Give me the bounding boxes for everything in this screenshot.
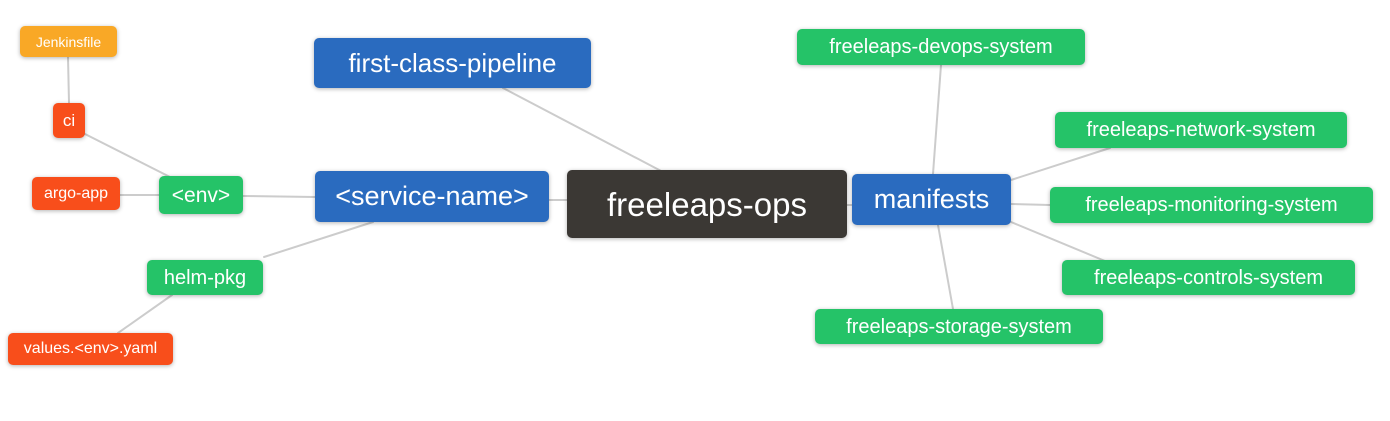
node-freeleaps-storage-system[interactable]: freeleaps-storage-system bbox=[815, 309, 1103, 344]
node-values-env-yaml[interactable]: values.<env>.yaml bbox=[8, 333, 173, 365]
edge-manifests--freeleaps-controls-system bbox=[1010, 221, 1106, 262]
node-jenkinsfile[interactable]: Jenkinsfile bbox=[20, 26, 117, 57]
node-freeleaps-controls-system[interactable]: freeleaps-controls-system bbox=[1062, 260, 1355, 295]
node-manifests[interactable]: manifests bbox=[852, 174, 1011, 225]
edge-manifests--freeleaps-monitoring-system bbox=[1010, 203, 1051, 206]
edge-ci--env bbox=[82, 132, 171, 178]
edge-service-name--helm-pkg bbox=[263, 221, 374, 258]
node-argo-app[interactable]: argo-app bbox=[32, 177, 120, 210]
node-ci[interactable]: ci bbox=[53, 103, 85, 138]
node-freeleaps-network-system[interactable]: freeleaps-network-system bbox=[1055, 112, 1347, 148]
node-freeleaps-monitoring-system[interactable]: freeleaps-monitoring-system bbox=[1050, 187, 1373, 223]
edge-env--service-name bbox=[242, 195, 316, 198]
edge-manifests--freeleaps-storage-system bbox=[937, 224, 954, 310]
node-first-class-pipeline[interactable]: first-class-pipeline bbox=[314, 38, 591, 88]
edge-first-class-pipeline--freeleaps-ops bbox=[502, 87, 664, 173]
node-freeleaps-devops-system[interactable]: freeleaps-devops-system bbox=[797, 29, 1085, 65]
edge-jenkinsfile--ci bbox=[67, 56, 70, 104]
node-freeleaps-ops[interactable]: freeleaps-ops bbox=[567, 170, 847, 238]
edge-manifests--freeleaps-network-system bbox=[1010, 147, 1111, 181]
node-env[interactable]: <env> bbox=[159, 176, 243, 214]
node-service-name[interactable]: <service-name> bbox=[315, 171, 549, 222]
node-helm-pkg[interactable]: helm-pkg bbox=[147, 260, 263, 295]
edge-manifests--freeleaps-devops-system bbox=[932, 64, 942, 175]
edge-helm-pkg--values-env-yaml bbox=[117, 294, 173, 334]
